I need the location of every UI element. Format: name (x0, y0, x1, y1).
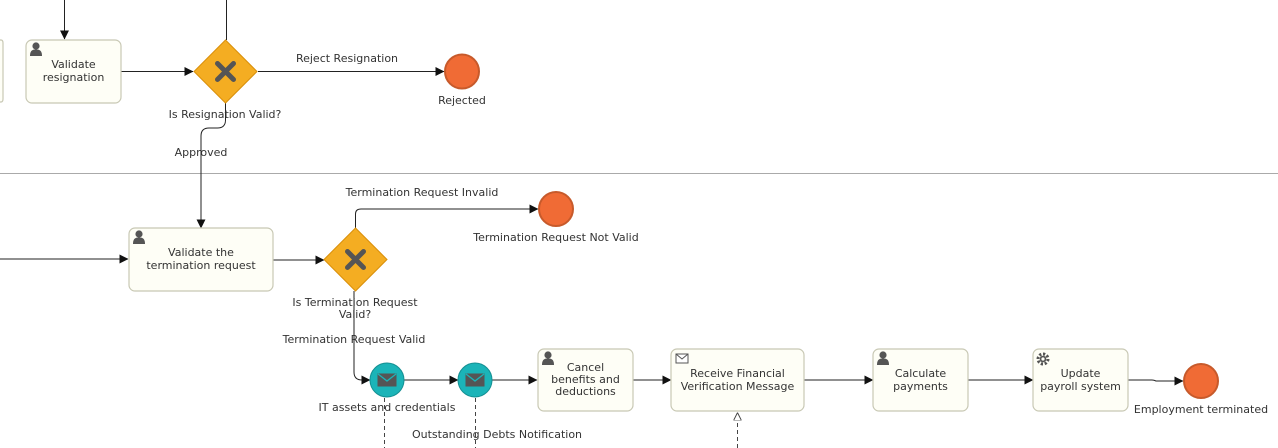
task-cancel-benefits[interactable]: Cancel benefits and deductions (537, 348, 634, 412)
flow-approved[interactable] (196, 103, 226, 229)
gateway-label-line: Is Resignation Valid? (169, 108, 282, 121)
task-label-line: payroll system (1040, 380, 1121, 393)
task-receive-financial-verification[interactable]: Receive Financial Verification Message (670, 348, 805, 412)
gateway-termination-valid[interactable]: Is Termination Request Valid? (292, 227, 418, 321)
event-label: Employment terminated (1134, 403, 1268, 416)
flow-update-to-end[interactable] (1128, 376, 1184, 386)
event-label: IT assets and credentials (319, 401, 456, 414)
event-label: Rejected (438, 94, 486, 107)
end-event-rejected[interactable]: Rejected (438, 53, 486, 108)
gateway-label-line: Is Termination Request (292, 296, 418, 309)
task-label-line: payments (893, 380, 948, 393)
event-label: Outstanding Debts Notification (412, 428, 582, 441)
task-label-line: Update (1061, 367, 1101, 380)
gateway-label-line: Valid? (339, 308, 372, 321)
task-label-line: Validate (51, 58, 96, 71)
partial-task-edge (0, 39, 4, 103)
end-event-termination-not-valid[interactable]: Termination Request Not Valid (472, 191, 639, 244)
task-label-line: Receive Financial (690, 367, 785, 380)
task-label-line: benefits and (551, 373, 620, 386)
gateway-resignation-valid[interactable]: Is Resignation Valid? (169, 39, 282, 121)
flow-label-reject-resignation: Reject Resignation (296, 52, 398, 65)
task-label-line: resignation (43, 71, 105, 84)
flow-termination-invalid[interactable] (355, 204, 539, 228)
task-label-line: Verification Message (681, 380, 795, 393)
task-label-line: Validate the (168, 246, 234, 259)
envelope-icon (377, 373, 397, 387)
flow-label-termination-invalid: Termination Request Invalid (345, 186, 499, 199)
task-label-line: Cancel (567, 361, 604, 374)
task-label-line: termination request (146, 259, 256, 272)
task-update-payroll[interactable]: Update payroll system (1032, 348, 1129, 412)
task-validate-termination-request[interactable]: Validate the termination request (128, 227, 274, 292)
x-icon (215, 61, 236, 82)
flow-label-termination-valid: Termination Request Valid (282, 333, 426, 346)
flow-termination-valid[interactable] (353, 291, 371, 385)
event-label: Termination Request Not Valid (472, 231, 638, 244)
task-calculate-payments[interactable]: Calculate payments (872, 348, 969, 412)
x-icon (345, 249, 366, 270)
flow-label-approved: Approved (175, 146, 228, 159)
end-event-employment-terminated[interactable]: Employment terminated (1134, 363, 1268, 416)
task-validate-resignation[interactable]: Validate resignation (25, 39, 122, 104)
message-event-it-assets[interactable]: IT assets and credentials (319, 362, 456, 414)
envelope-icon (465, 373, 485, 387)
message-event-outstanding-debts[interactable]: Outstanding Debts Notification (412, 362, 582, 441)
task-label-line: Calculate (895, 367, 947, 380)
task-label-line: deductions (555, 385, 616, 398)
envelope-icon (675, 353, 689, 364)
